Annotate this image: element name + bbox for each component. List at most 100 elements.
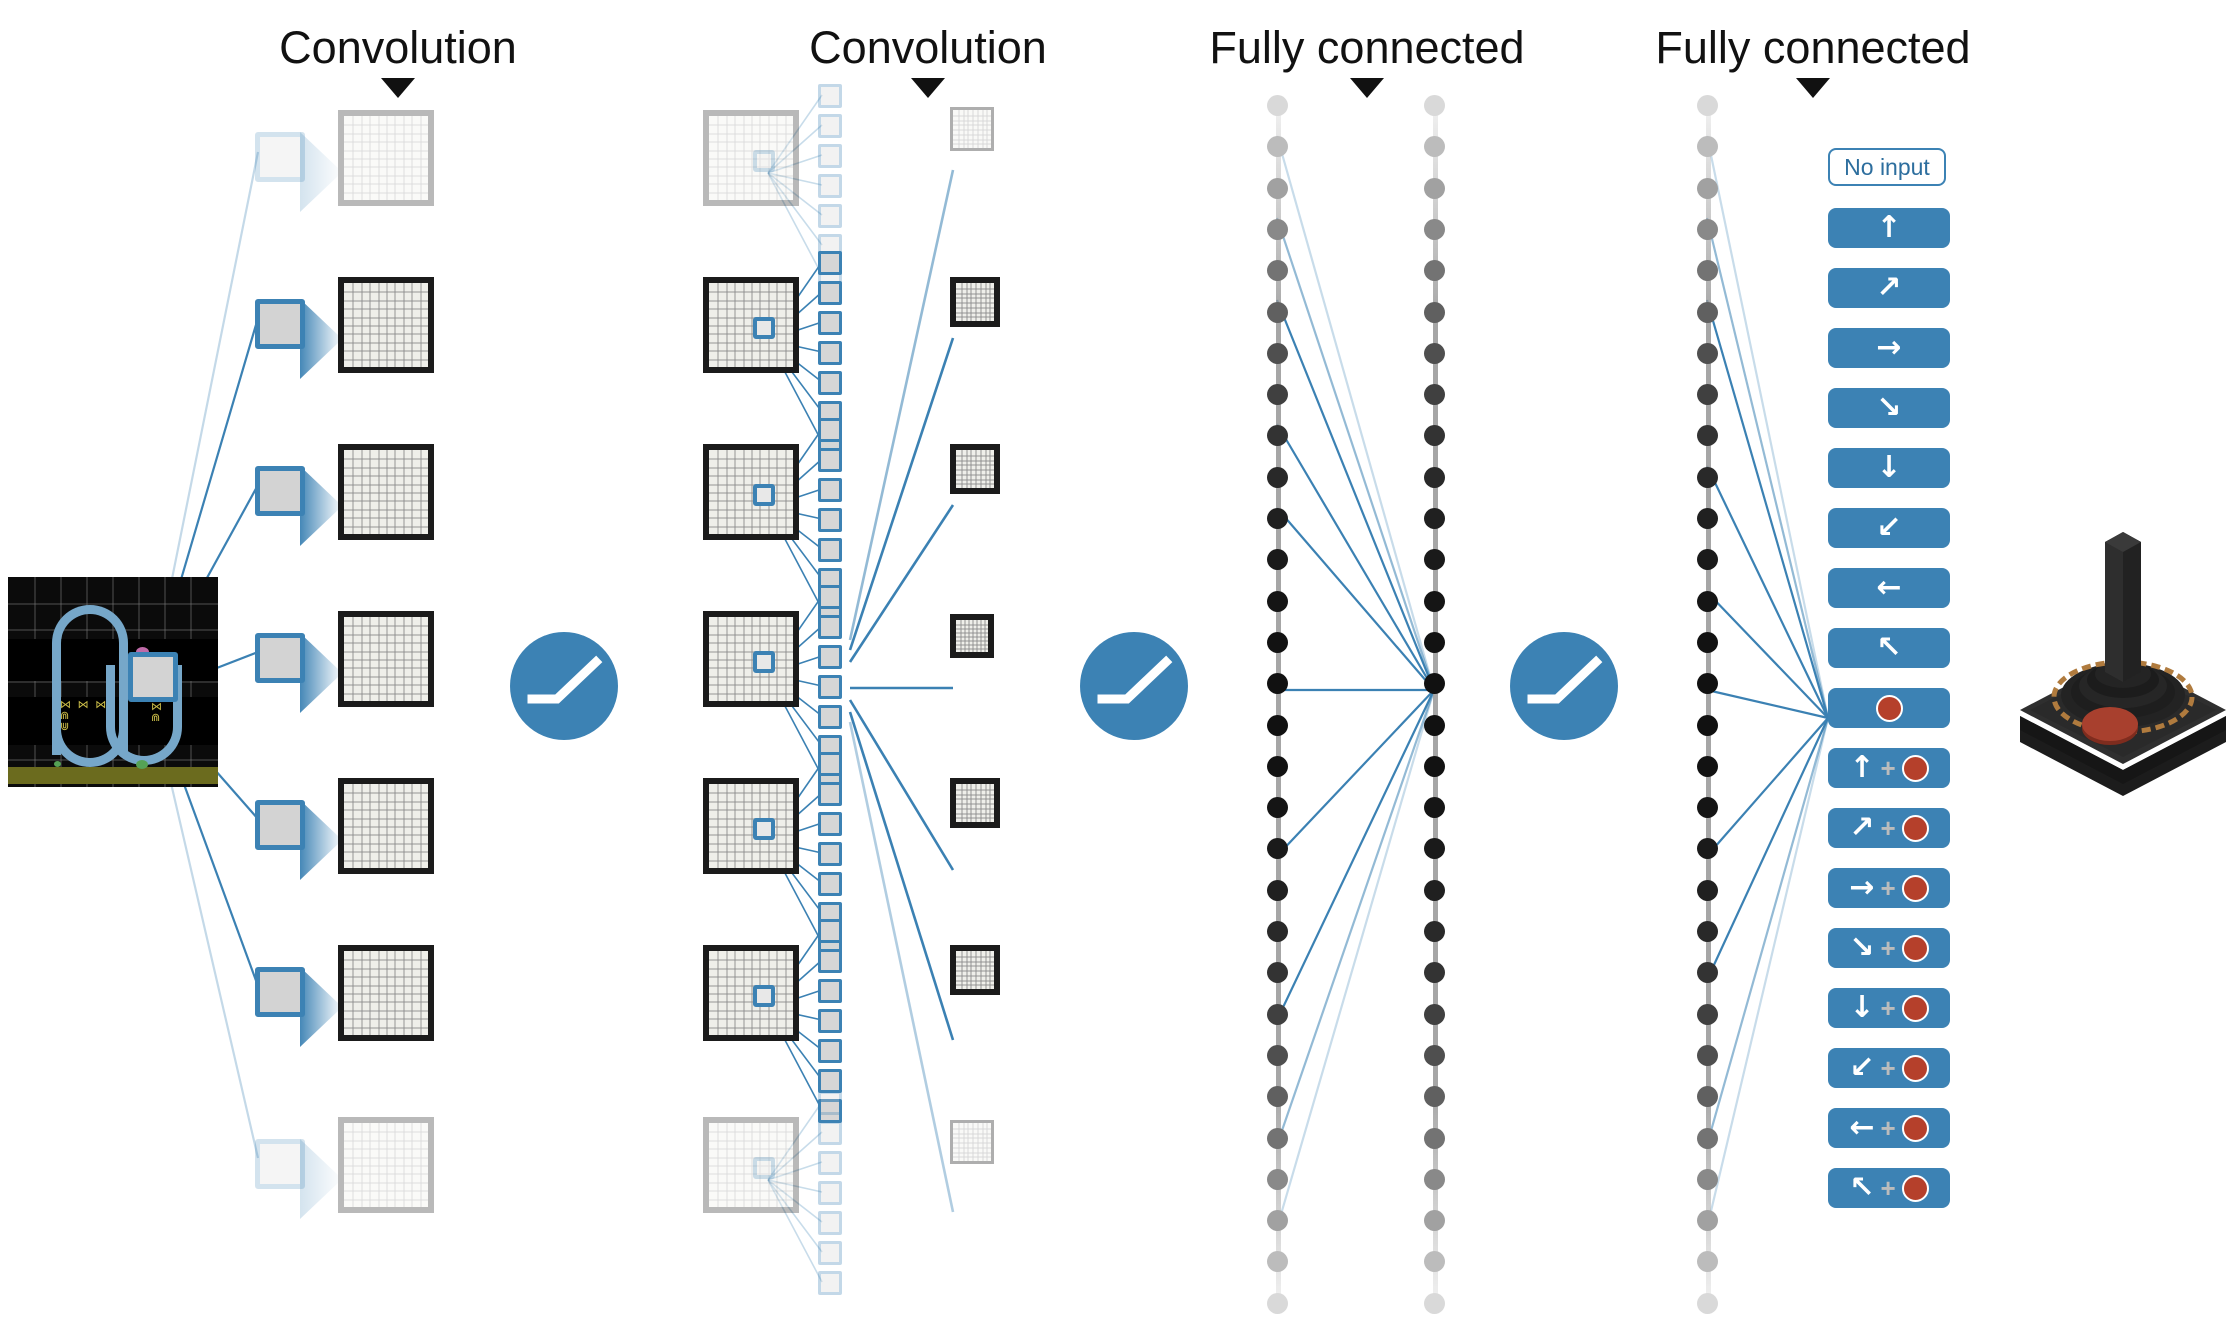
fc-node [1267,590,1288,612]
fc-column-spine [1275,105,1281,1304]
conv2-kernel-cell [818,508,842,532]
fc-node [1267,384,1288,406]
fc-node [1697,260,1718,282]
fc-node [1267,714,1288,736]
down-caret-icon [1796,78,1830,98]
conv2-kernel-cell [818,1009,842,1033]
arrow-up-left-icon: ↖ [1876,630,1902,665]
fc-node [1424,95,1445,116]
conv2-kernel-cell [818,538,842,562]
conv2-kernel-cell [818,478,842,502]
action-button-up[interactable]: ↑ [1828,208,1950,248]
action-button-down-right-fire[interactable]: ↘+ [1828,928,1950,968]
fc-node [1424,714,1445,736]
fc-node [1424,384,1445,406]
conv2-kernel-cell [818,1039,842,1063]
arrow-up-right-icon: ↗ [1876,270,1902,305]
action-button-up-left[interactable]: ↖ [1828,628,1950,668]
fc-node [1697,136,1718,158]
fc-node [1424,797,1445,819]
conv2-kernel-cell [818,144,842,168]
conv2-receptive-field [753,651,775,673]
conv2-kernel-cell [818,341,842,365]
action-button-left-fire[interactable]: ←+ [1828,1108,1950,1148]
fc-node [1267,301,1288,323]
conv2-output-feature-map [950,277,1000,327]
plus-icon: + [1880,1113,1896,1143]
fc-node [1697,218,1718,240]
action-button-left[interactable]: ← [1828,568,1950,608]
fc-node [1697,1292,1718,1314]
fc-node [1424,218,1445,240]
fc-node [1697,1127,1718,1149]
fc-node [1424,1168,1445,1190]
action-button-down[interactable]: ↓ [1828,448,1950,488]
action-label: No input [1844,153,1930,180]
fc-node [1697,631,1718,653]
conv2-output-feature-map [950,444,1000,494]
plus-icon: + [1880,993,1896,1023]
plus-icon: + [1880,873,1896,903]
fire-button-icon [1901,814,1929,842]
down-caret-icon [1350,78,1384,98]
arrow-up-right-fire-icon: ↗ [1849,810,1875,845]
fc-node [1424,549,1445,571]
action-button-down-fire[interactable]: ↓+ [1828,988,1950,1028]
conv1-feature-map [338,945,434,1041]
action-button-down-right[interactable]: ↘ [1828,388,1950,428]
fc-node [1267,218,1288,240]
fc-node [1697,425,1718,447]
action-button-down-left-fire[interactable]: ↙+ [1828,1048,1950,1088]
fc-node [1424,838,1445,860]
fc-node [1267,797,1288,819]
fc-node [1267,755,1288,777]
action-button-up-left-fire[interactable]: ↖+ [1828,1168,1950,1208]
conv2-kernel-cell [818,615,842,639]
conv2-output-feature-map [950,778,1000,828]
conv2-receptive-field [753,985,775,1007]
fc-node [1697,1044,1718,1066]
fc-node [1697,1251,1718,1273]
fc-node [1424,673,1445,695]
fc-node [1697,673,1718,695]
plus-icon: + [1880,1173,1896,1203]
fc-node [1424,342,1445,364]
conv2-input-feature-map [703,444,799,540]
relu-icon [1080,632,1188,740]
conv1-feature-map [338,611,434,707]
action-button-up-fire[interactable]: ↑+ [1828,748,1950,788]
fc-node [1697,508,1718,529]
arrow-up-fire-icon: ↑ [1849,750,1875,785]
action-button-down-left[interactable]: ↙ [1828,508,1950,548]
arrow-down-left-fire-icon: ↙ [1849,1050,1875,1085]
conv2-kernel-cell [818,1069,842,1093]
section-label: Fully connected [1655,22,1971,73]
fc-node [1267,1127,1288,1149]
action-button-fire[interactable] [1828,688,1950,728]
section-label: Convolution [809,22,1047,73]
conv2-kernel-cell [818,645,842,669]
conv2-kernel-cell [818,842,842,866]
action-button-noop[interactable]: No input [1828,148,1946,186]
action-button-right-fire[interactable]: →+ [1828,868,1950,908]
fc-node [1697,177,1718,199]
conv2-kernel-cell [818,979,842,1003]
conv1-feature-map [338,1117,434,1213]
conv2-kernel-cell [818,1211,842,1235]
fc-node [1697,590,1718,612]
fc-node [1697,1168,1718,1190]
plus-icon: + [1880,753,1896,783]
action-button-up-right-fire[interactable]: ↗+ [1828,808,1950,848]
fc-node [1697,1003,1718,1025]
action-button-right[interactable]: → [1828,328,1950,368]
conv2-kernel-cell [818,251,842,275]
action-button-up-right[interactable]: ↗ [1828,268,1950,308]
conv1-input-patch [255,967,305,1017]
relu-icon [1510,632,1618,740]
atari-game-frame: ⋈ ⋈ ⋈ ⋒ ⋓ ⋈ ⋒ [8,577,218,787]
fc-node [1424,466,1445,488]
fc-node [1267,260,1288,282]
conv2-kernel-cell [818,585,842,609]
conv1-input-patch [255,1139,305,1189]
fire-button-icon [1901,874,1929,902]
